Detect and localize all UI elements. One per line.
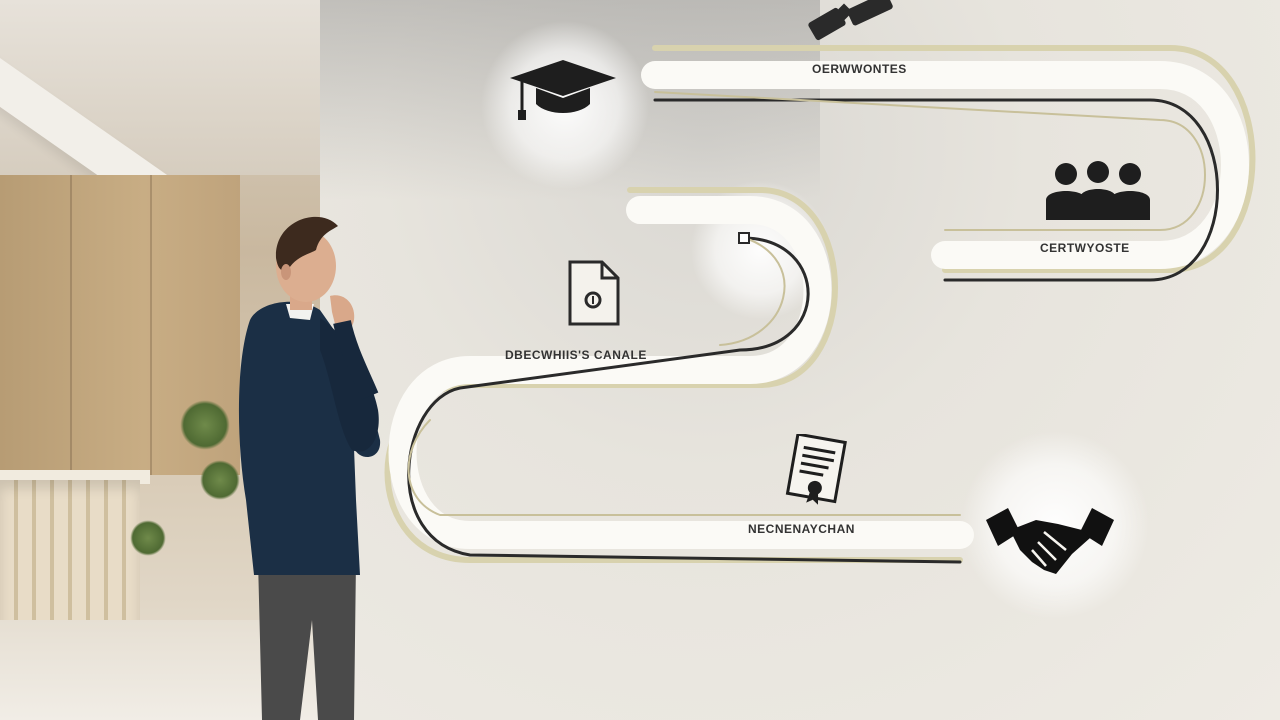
handshake-icon xyxy=(986,508,1114,574)
path-dark-top xyxy=(653,98,1219,282)
group-people-icon xyxy=(1046,161,1150,220)
path-dark-lower xyxy=(407,236,962,564)
sweater-arm xyxy=(320,318,379,452)
path-gold-inner xyxy=(654,91,1206,231)
milestone-label: DBECWHIIS'S CANALE xyxy=(505,348,647,362)
path-gold-inner-curve xyxy=(719,237,786,346)
graduation-cap-icon xyxy=(510,60,616,120)
path-gold-top xyxy=(652,45,1256,273)
plant xyxy=(200,460,240,500)
plant xyxy=(180,400,230,450)
tools-icon xyxy=(808,0,893,41)
ear xyxy=(281,264,291,280)
panel-seam xyxy=(150,175,152,475)
path-gold-lower xyxy=(384,187,963,563)
path-gold-inner-loop xyxy=(407,419,961,516)
milestone-label: NECNENAYCHAN xyxy=(748,522,855,536)
path-white-lower xyxy=(388,196,974,549)
contract-certificate-icon xyxy=(785,434,847,505)
panel-seam xyxy=(70,175,72,475)
milestone-label: OERWWONTES xyxy=(812,62,907,76)
milestone-label: CERTWYOSTE xyxy=(1040,241,1130,255)
forearm xyxy=(333,319,379,400)
trousers xyxy=(258,560,356,720)
hair xyxy=(275,216,338,271)
path-white-top xyxy=(641,61,1249,269)
plant xyxy=(130,520,166,556)
thinking-man xyxy=(238,216,381,720)
document-icon xyxy=(568,260,620,326)
path-waypoint xyxy=(738,232,750,244)
